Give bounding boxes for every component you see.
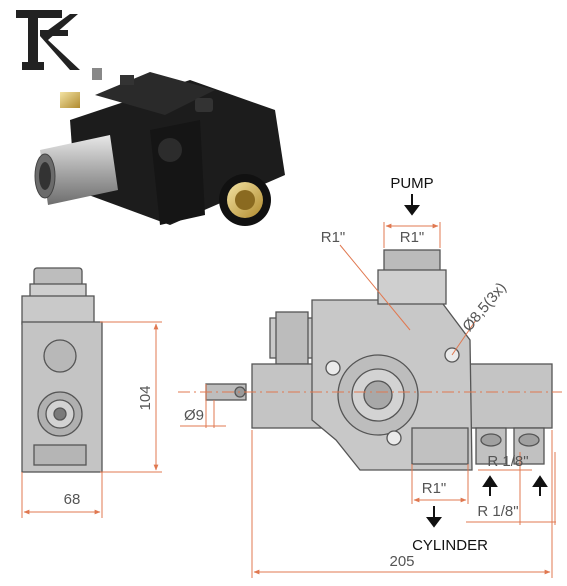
- aux-port-1-label: R 1/8": [487, 453, 528, 470]
- height-dimension-label: 104: [137, 385, 154, 410]
- overall-length-label: 205: [389, 553, 414, 570]
- width-dimension-label: 68: [64, 491, 81, 508]
- side-view: [21, 267, 103, 473]
- front-view-dimensions: [180, 222, 556, 578]
- cylinder-port-dimension-label: R1": [422, 480, 447, 497]
- product-photo: [34, 68, 285, 226]
- pump-port-dimension-label: R1": [400, 229, 425, 246]
- mount-holes-label: Ø8,5(3x): [459, 279, 510, 335]
- pump-port-leader-label: R1": [321, 229, 346, 246]
- logo-text: TK: [0, 0, 2, 1]
- aux-port-2-label: R 1/8": [477, 503, 518, 520]
- pump-label: PUMP: [390, 175, 433, 192]
- flow-arrows: [404, 194, 548, 528]
- front-view: [205, 249, 553, 471]
- shaft-diameter-label: Ø9: [184, 407, 204, 424]
- side-view-dimensions: [21, 321, 162, 518]
- company-logo: TK: [0, 0, 80, 70]
- cylinder-label: CYLINDER: [412, 537, 488, 554]
